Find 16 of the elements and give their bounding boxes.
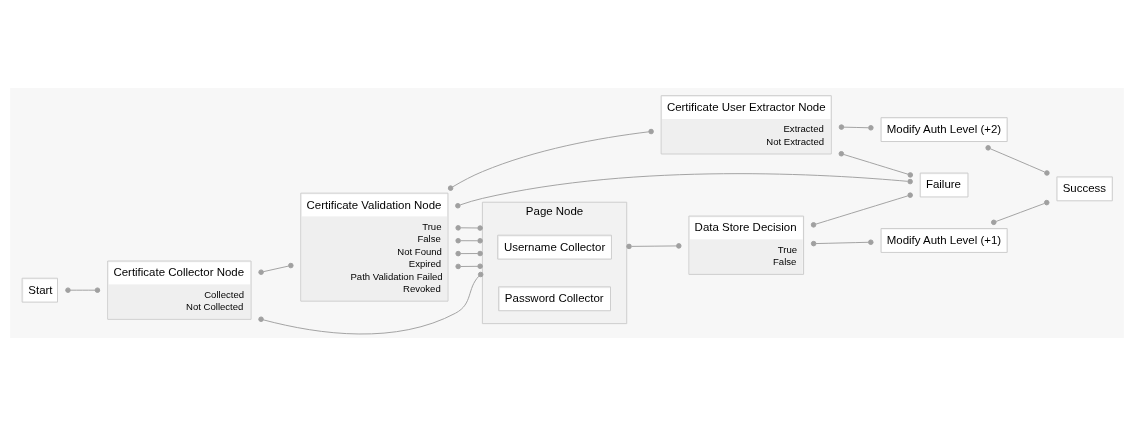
connector [258,271,484,334]
connector [455,237,483,244]
connector [447,128,654,191]
connector [65,286,101,293]
connector [258,262,294,275]
connector [626,242,682,249]
connector [455,250,483,256]
connector [838,123,874,131]
connector [810,191,913,228]
connector [991,199,1050,225]
connector [455,172,913,208]
connector [455,262,483,269]
connector [838,150,914,178]
connector [810,238,874,246]
connector [985,144,1050,176]
connector [455,224,483,231]
